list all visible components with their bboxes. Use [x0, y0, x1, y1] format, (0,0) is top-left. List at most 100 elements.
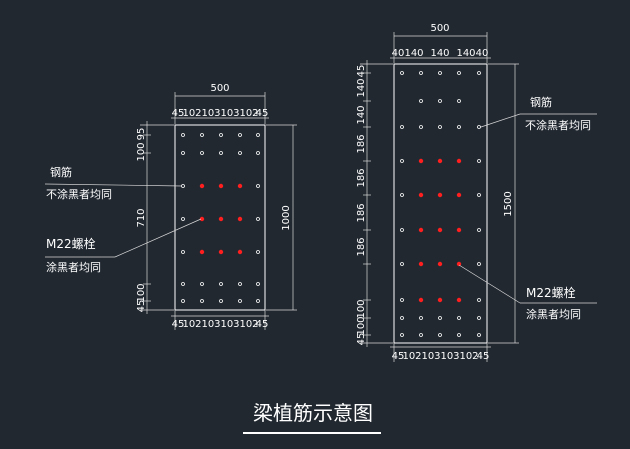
- left-rebar: [256, 184, 260, 188]
- left-bottom-dimension: 45 102 103 103 102 45: [171, 310, 269, 330]
- right-side-seg: 186: [356, 237, 367, 256]
- left-rebar: [219, 133, 223, 137]
- right-rebar: [419, 316, 423, 320]
- left-top-seg: 103: [220, 108, 239, 119]
- right-rebar: [457, 333, 461, 337]
- right-bolt: [437, 158, 443, 164]
- right-rebar: [477, 125, 481, 129]
- right-rebar: [419, 333, 423, 337]
- left-rebar: [219, 282, 223, 286]
- right-side-seg: 140: [356, 105, 367, 124]
- right-bolt: [437, 297, 443, 303]
- right-rebar: [477, 298, 481, 302]
- right-bottom-seg: 45: [477, 351, 490, 362]
- left-rebar: [238, 282, 242, 286]
- right-rebar: [477, 193, 481, 197]
- right-rebar: [438, 316, 442, 320]
- right-side-seg: 186: [356, 134, 367, 153]
- right-height: 1500: [503, 191, 514, 216]
- left-height-dimension: 1000: [266, 124, 297, 311]
- right-bottom-dimension: 45 102 103 103 102 45: [390, 343, 491, 362]
- left-top-seg: 45: [256, 108, 269, 119]
- left-top-width: 500: [210, 83, 229, 94]
- left-bottom-seg: 103: [201, 319, 220, 330]
- right-height-dimension: 1500: [488, 63, 519, 344]
- right-annotations: 钢筋 不涂黑者均同 M22螺栓 涂黑者均同: [458, 95, 597, 321]
- right-bolt: [418, 261, 424, 267]
- right-bolt: [437, 227, 443, 233]
- right-rebar: [457, 99, 461, 103]
- right-side-seg: 100: [356, 299, 367, 318]
- right-side-seg: 45: [356, 333, 367, 346]
- right-rebar-note: 不涂黑者均同: [525, 118, 591, 132]
- right-side-seg: 140: [356, 78, 367, 97]
- left-beam: 500 45 102 103 103 102 45 45 102 103 103…: [44, 83, 297, 330]
- left-bolt: [218, 249, 224, 255]
- left-bottom-seg: 102: [182, 319, 201, 330]
- right-bolt: [418, 192, 424, 198]
- right-rebar: [477, 262, 481, 266]
- left-bolt-label: M22螺栓: [46, 236, 96, 251]
- right-beam: 500 40 140 140 140 40 45 102 103 103 102…: [356, 23, 597, 362]
- left-rebar: [181, 217, 185, 221]
- left-side-seg: 100: [136, 142, 147, 161]
- left-rebar: [256, 217, 260, 221]
- left-rebar: [256, 282, 260, 286]
- right-top-seg: 40: [476, 48, 489, 59]
- right-rebar: [400, 193, 404, 197]
- right-top-seg: 140: [456, 48, 475, 59]
- left-top-dimension: 500 45 102 103 103 102 45: [171, 83, 269, 124]
- left-rebar: [238, 151, 242, 155]
- left-side-seg: 100: [136, 283, 147, 302]
- right-top-seg: 40: [392, 48, 405, 59]
- right-rebar-label: 钢筋: [530, 95, 552, 109]
- right-side-seg: 186: [356, 168, 367, 187]
- right-bolt: [456, 158, 462, 164]
- left-top-seg: 103: [201, 108, 220, 119]
- right-rebar: [438, 125, 442, 129]
- left-top-seg: 102: [182, 108, 201, 119]
- left-bottom-seg: 102: [239, 319, 258, 330]
- right-bolt: [418, 227, 424, 233]
- right-bottom-seg: 102: [459, 351, 478, 362]
- left-rebar: [181, 299, 185, 303]
- left-bottom-seg: 103: [220, 319, 239, 330]
- right-bolt: [418, 158, 424, 164]
- left-side-seg: 45: [136, 300, 147, 313]
- left-bolt: [199, 183, 205, 189]
- right-rebar: [400, 298, 404, 302]
- left-bottom-seg: 45: [256, 319, 269, 330]
- right-rebar: [419, 99, 423, 103]
- left-rebar: [181, 151, 185, 155]
- right-rebar: [477, 316, 481, 320]
- right-bottom-seg: 103: [440, 351, 459, 362]
- left-side-dimension: 100 95 710 100 45: [136, 121, 174, 314]
- left-rebar: [181, 250, 185, 254]
- right-top-seg: 140: [430, 48, 449, 59]
- left-rebar: [200, 151, 204, 155]
- right-bottom-seg: 102: [402, 351, 421, 362]
- right-rebar: [457, 125, 461, 129]
- right-bolt: [437, 192, 443, 198]
- left-beam-outline: [174, 124, 266, 311]
- right-rebar: [400, 228, 404, 232]
- left-rebar: [181, 282, 185, 286]
- right-rebar: [477, 333, 481, 337]
- right-rebar-grid: [400, 71, 481, 337]
- right-bolt: [418, 297, 424, 303]
- right-bolt-label: M22螺栓: [526, 285, 576, 300]
- left-rebar: [200, 299, 204, 303]
- right-side-dimension: 45 140 140 186 186 186 186 100 100 45: [356, 60, 393, 347]
- right-beam-outline: [393, 63, 488, 344]
- right-rebar: [438, 333, 442, 337]
- left-rebar: [200, 282, 204, 286]
- right-bolt-note: 涂黑者均同: [526, 307, 581, 321]
- right-rebar: [419, 71, 423, 75]
- right-rebar: [400, 316, 404, 320]
- right-rebar: [457, 71, 461, 75]
- left-rebar: [238, 299, 242, 303]
- right-rebar: [400, 71, 404, 75]
- left-rebar: [181, 133, 185, 137]
- right-rebar: [477, 159, 481, 163]
